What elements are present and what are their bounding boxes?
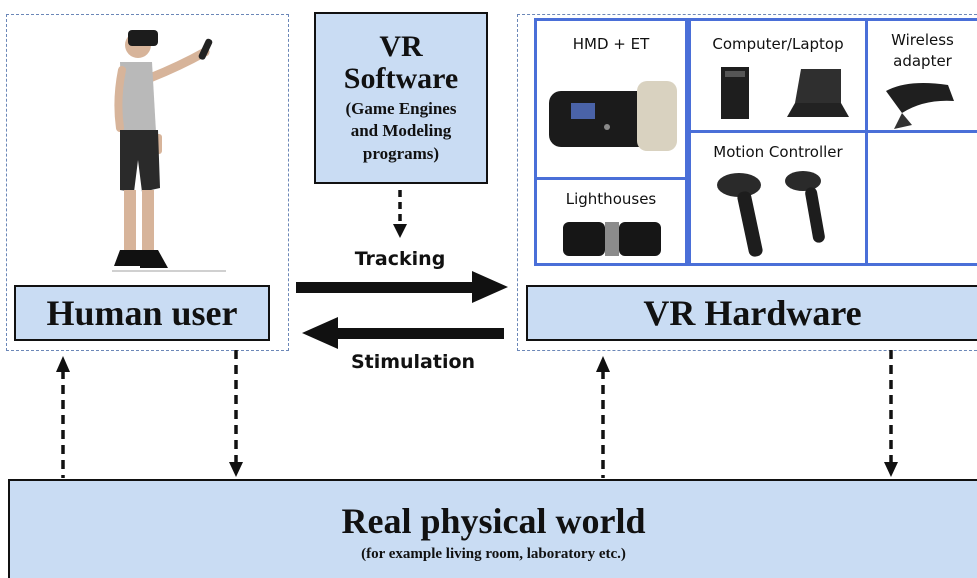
wireless-adapter-icon [886, 83, 954, 129]
hardware-empty-cell [865, 130, 977, 266]
lighthouses-cell: Lighthouses [534, 177, 688, 266]
vr-software-box: VR Software (Game Engines and Modeling p… [314, 12, 488, 184]
lighthouses-label: Lighthouses [565, 190, 657, 208]
human-user-box: Human user [14, 285, 270, 341]
motion-controller-label: Motion Controller [713, 143, 843, 161]
motion-controller-cell: Motion Controller [688, 130, 868, 266]
real-world-subtitle: (for example living room, laboratory etc… [361, 546, 626, 562]
human-user-frame [6, 14, 289, 351]
vr-software-title-line1: VR [379, 30, 423, 64]
hmd-label: HMD + ET [572, 35, 650, 53]
computer-icon [721, 67, 849, 119]
vr-hardware-label: VR Hardware [643, 293, 862, 333]
vr-software-title-line2: Software [343, 61, 459, 95]
headset-icon [549, 81, 677, 151]
vr-hardware-box: VR Hardware [526, 285, 977, 341]
wireless-label-line1: Wireless [891, 31, 954, 49]
tracking-arrow-head [472, 271, 508, 303]
hmd-cell: HMD + ET [534, 18, 688, 180]
stimulation-label: Stimulation [350, 351, 476, 373]
vr-software-sub-line2: and Modeling [350, 121, 452, 141]
lighthouse-icon [563, 222, 661, 256]
motion-controller-icon [717, 171, 825, 257]
vr-software-sub-line3: programs) [362, 143, 440, 163]
real-world-box: Real physical world (for example living … [8, 479, 977, 578]
real-world-title: Real physical world [341, 501, 646, 541]
tracking-label: Tracking [354, 248, 446, 270]
human-user-label: Human user [46, 293, 238, 333]
vr-software-sub-line1: (Game Engines [345, 99, 457, 119]
computer-label: Computer/Laptop [712, 35, 844, 53]
stimulation-arrow-head [302, 317, 338, 349]
wireless-label-line2: adapter [893, 52, 952, 70]
vr-hardware-frame [517, 14, 977, 351]
